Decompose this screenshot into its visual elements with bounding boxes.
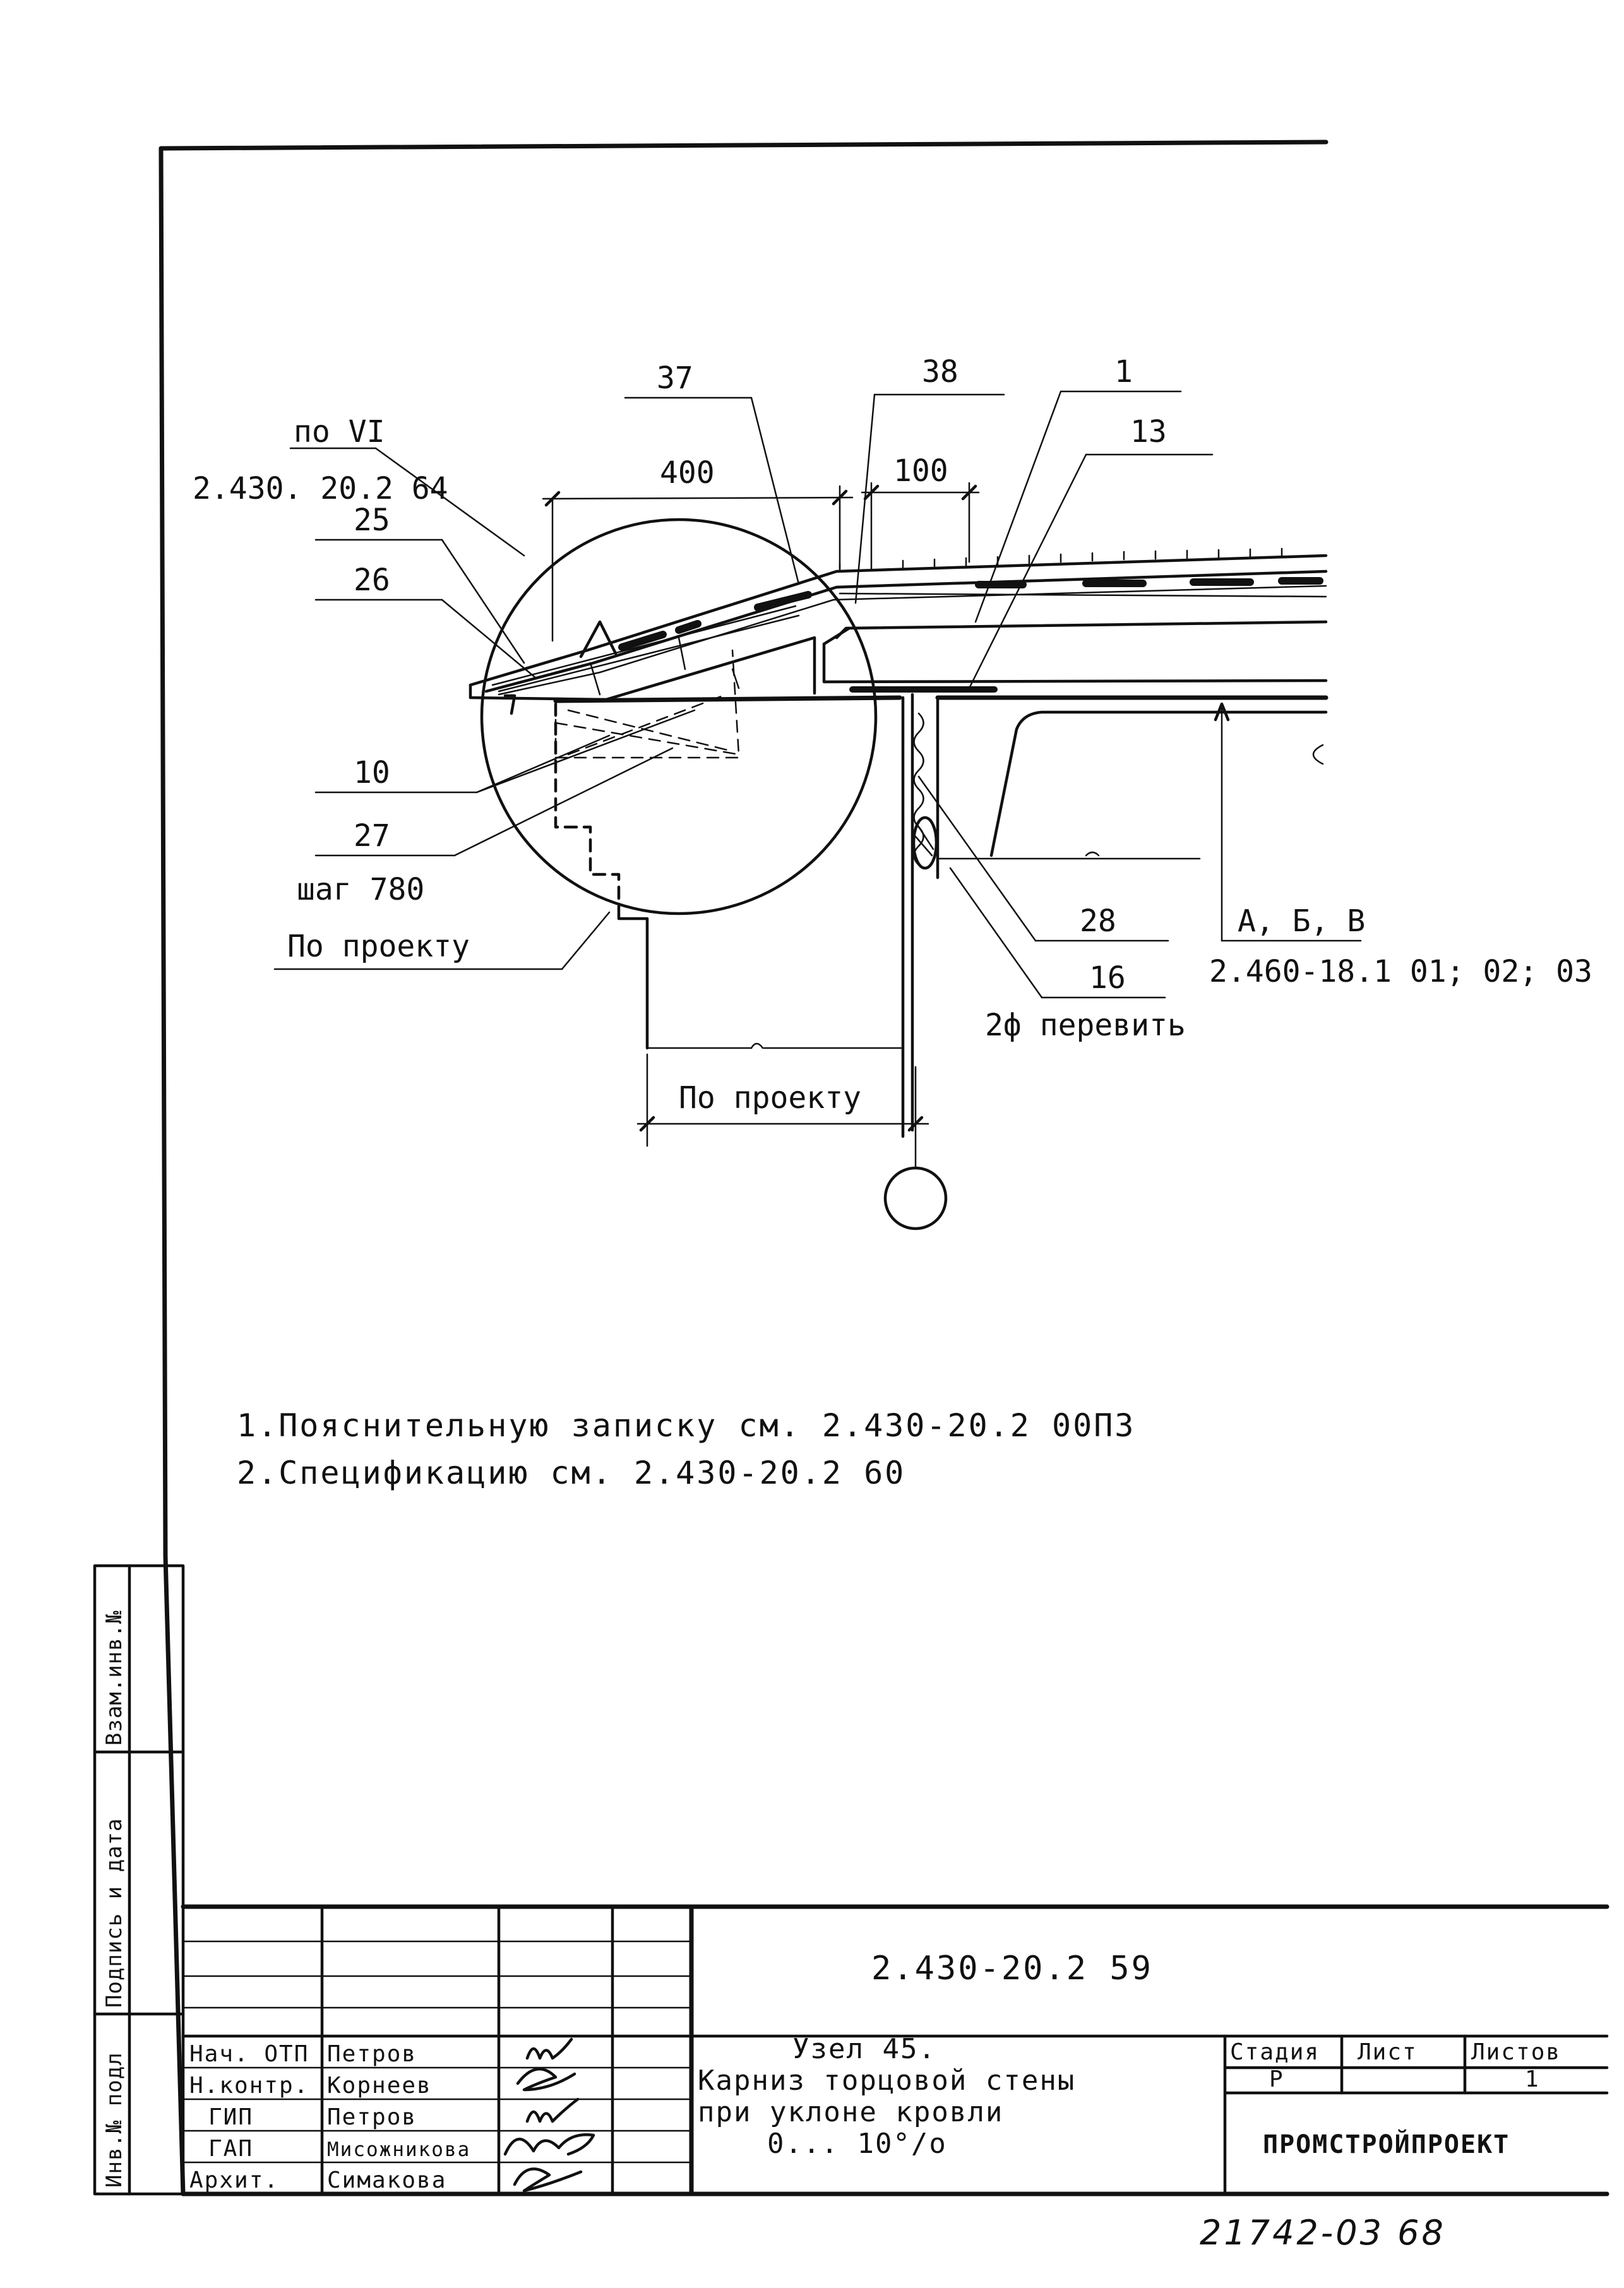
twist-note-label: 2ф перевить xyxy=(985,1008,1186,1043)
column-profile xyxy=(936,710,1328,860)
sheet-header: Лист xyxy=(1358,2039,1418,2065)
dim-100-label: 100 xyxy=(893,453,948,489)
footer-number: 21742-03 68 xyxy=(1200,2213,1446,2253)
role-4: ГАП xyxy=(208,2136,253,2162)
dim-400-label: 400 xyxy=(660,455,715,491)
sheet-frame xyxy=(158,140,1328,2196)
dimension-400: 400 xyxy=(542,455,854,642)
side-sign-date: Подпись и дата xyxy=(102,1818,127,2008)
axes-label: А, Б, В xyxy=(1238,903,1365,939)
by-project-1-label: По проекту xyxy=(287,929,470,964)
notes: 1.Пояснительную записку см. 2.430-20.2 0… xyxy=(237,1407,1135,1491)
view-ref-label: по VI xyxy=(294,414,385,450)
stage-value: Р xyxy=(1269,2066,1284,2092)
roof-slab xyxy=(822,620,1328,684)
detail-circle xyxy=(480,518,878,915)
role-5: Архит. xyxy=(189,2167,279,2193)
role-3: ГИП xyxy=(208,2104,253,2130)
step-label: шаг 780 xyxy=(297,872,424,907)
role-4-name: Мисожникова xyxy=(327,2138,470,2161)
title-line-1: Узел 45. xyxy=(792,2033,936,2065)
by-project-2-label: По проекту xyxy=(679,1080,861,1116)
role-2-name: Корнеев xyxy=(327,2073,432,2099)
dimension-100: 100 xyxy=(861,453,980,563)
pos-28-label: 28 xyxy=(1080,903,1116,939)
role-1-name: Петров xyxy=(327,2041,417,2067)
pos-26-label: 26 xyxy=(354,563,390,598)
pos-37-label: 37 xyxy=(657,360,693,396)
bracket-27 xyxy=(554,636,740,759)
stage-header: Стадия xyxy=(1230,2039,1320,2065)
role-1: Нач. ОТП xyxy=(189,2041,309,2067)
pos-10-label: 10 xyxy=(354,755,390,790)
eave-detail-drawing: 400 100 По проекту А, Б, В 2.460-18.1 01… xyxy=(193,354,1592,1230)
role-3-name: Петров xyxy=(327,2104,417,2130)
role-2: Н.контр. xyxy=(189,2073,309,2099)
axis-dimension: А, Б, В 2.460-18.1 01; 02; 03 xyxy=(1209,702,1592,989)
wall-profile xyxy=(554,702,904,1050)
side-inv-no-podl: Инв.№ подл xyxy=(102,2052,127,2188)
pos-38-label: 38 xyxy=(922,354,958,390)
wall-top xyxy=(553,686,1328,1138)
roof-covering xyxy=(469,547,1328,715)
signatures xyxy=(503,2037,595,2193)
role-5-name: Симакова xyxy=(327,2167,446,2193)
dimension-by-project: По проекту xyxy=(636,1053,929,1147)
pos-25-label: 25 xyxy=(354,503,390,538)
company-name: ПРОМСТРОЙПРОЕКТ xyxy=(1263,2129,1510,2159)
pos-16-label: 16 xyxy=(1089,960,1126,996)
side-stamp: Инв.№ подл Подпись и дата Взам.инв.№ xyxy=(93,1564,185,2196)
pos-27-label: 27 xyxy=(354,818,390,854)
view-doc-label: 2.430. 20.2 64 xyxy=(193,471,448,506)
title-line-2: Карниз торцовой стены xyxy=(698,2065,1075,2097)
note-2: 2.Спецификацию см. 2.430-20.2 60 xyxy=(237,1455,905,1491)
doc-code: 2.430-20.2 59 xyxy=(871,1950,1153,1987)
title-line-4: 0... 10°/о xyxy=(767,2128,947,2160)
side-vzam-inv: Взам.инв.№ xyxy=(102,1610,127,1746)
axis-marker xyxy=(883,1066,948,1230)
sheets-value: 1 xyxy=(1525,2066,1540,2092)
sheets-header: Листов xyxy=(1471,2039,1561,2065)
pos-13-label: 13 xyxy=(1130,414,1167,450)
axes-doc-label: 2.460-18.1 01; 02; 03 xyxy=(1209,954,1592,989)
title-line-3: при уклоне кровли xyxy=(698,2096,1003,2128)
pos-1-label: 1 xyxy=(1114,354,1133,390)
note-1: 1.Пояснительную записку см. 2.430-20.2 0… xyxy=(237,1407,1135,1444)
title-block: 2.430-20.2 59 Узел 45. Карниз торцовой с… xyxy=(181,1904,1609,2196)
